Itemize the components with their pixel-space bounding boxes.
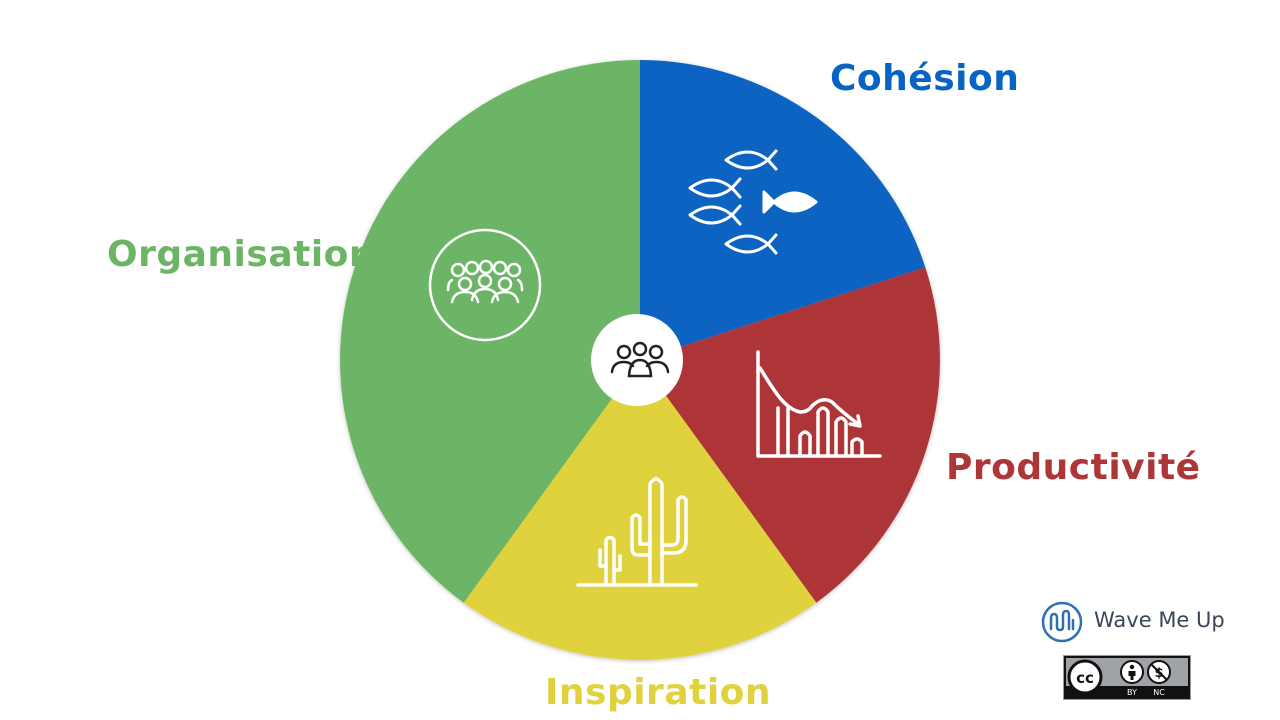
license-by: BY <box>1127 688 1137 697</box>
declining-chart-icon <box>756 350 882 458</box>
fish-school-icon <box>688 149 818 255</box>
team-icon <box>610 341 670 378</box>
brand-name: Wave Me Up <box>1094 608 1225 632</box>
segment-cohesion <box>640 60 926 360</box>
segment-organisation <box>340 60 640 603</box>
segment-inspiration <box>463 360 817 660</box>
cc-symbol: cc <box>1076 669 1094 687</box>
wave-logo-icon <box>1041 601 1083 643</box>
crowd-icon <box>428 228 542 342</box>
brand-logo: Wave Me Up <box>1040 600 1240 644</box>
cc-icon <box>1067 659 1103 695</box>
license-nc: NC <box>1153 688 1165 697</box>
label-productivite: Productivité <box>946 447 1201 488</box>
cactus-desert-icon <box>576 477 698 587</box>
label-inspiration: Inspiration <box>545 672 772 713</box>
svg-text:$: $ <box>1154 666 1163 681</box>
cc-by-nc-badge[interactable]: cc $ BY NC <box>1063 655 1191 700</box>
label-organisation: Organisation <box>107 234 376 275</box>
label-cohesion: Cohésion <box>830 58 1020 99</box>
segment-productivite <box>640 267 940 603</box>
